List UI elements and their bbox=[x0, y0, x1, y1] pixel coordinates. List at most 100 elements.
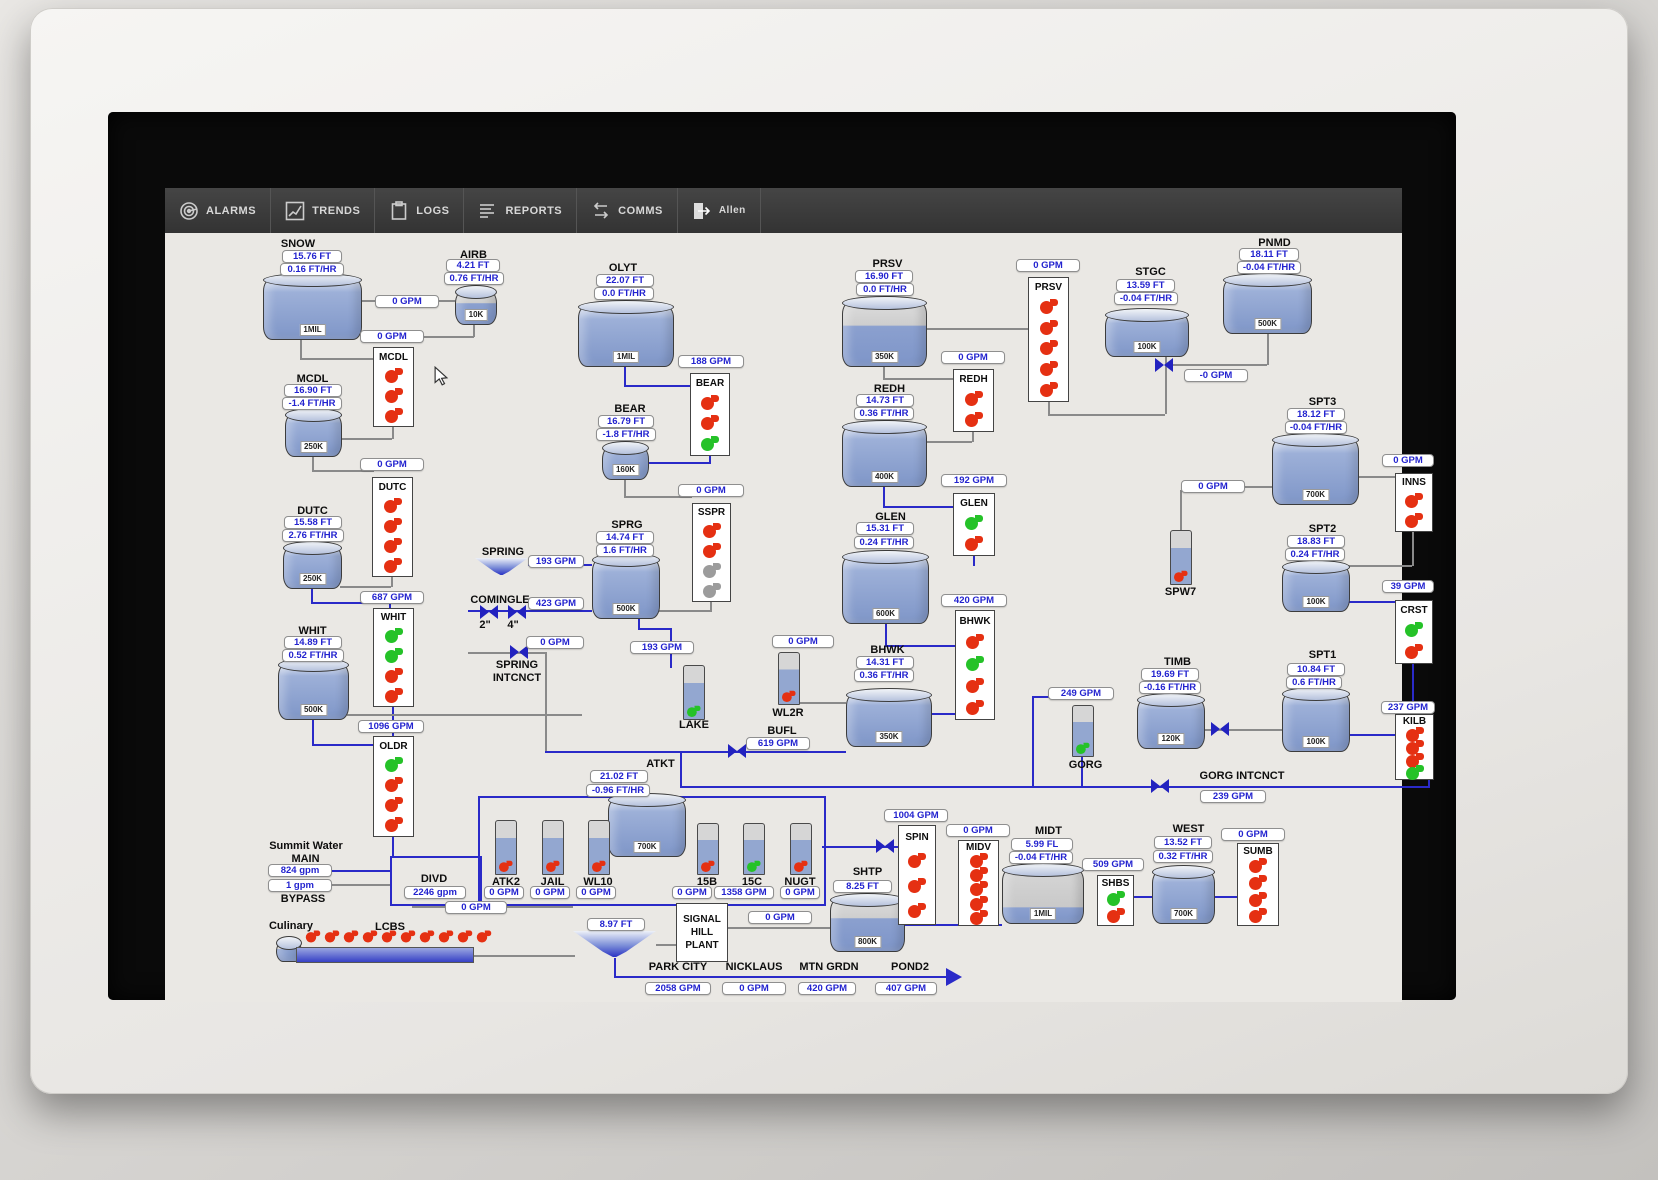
toolbar-button-trends[interactable]: TRENDS bbox=[271, 188, 376, 233]
well-gorg[interactable] bbox=[1072, 705, 1094, 757]
pump-icon[interactable] bbox=[1249, 858, 1267, 874]
pump-icon[interactable] bbox=[384, 647, 403, 663]
toolbar-button-user-allen[interactable]: Allen bbox=[678, 188, 761, 233]
pump-icon[interactable] bbox=[384, 756, 403, 772]
pump-icon[interactable] bbox=[965, 536, 983, 551]
pump-icon[interactable] bbox=[384, 407, 403, 423]
valve-comingle-4in[interactable] bbox=[508, 605, 526, 619]
pump-icon[interactable] bbox=[908, 853, 926, 868]
pump-icon[interactable] bbox=[1039, 298, 1058, 314]
pump-icon[interactable] bbox=[701, 436, 719, 452]
pump-icon[interactable] bbox=[969, 909, 988, 926]
pump-icon[interactable] bbox=[964, 412, 983, 427]
pump-icon[interactable] bbox=[969, 895, 988, 911]
pump-icon[interactable] bbox=[1405, 622, 1423, 638]
pump-icon[interactable] bbox=[1039, 319, 1058, 335]
tank-bhwk[interactable]: 350K bbox=[846, 688, 932, 747]
pump-icon[interactable] bbox=[966, 677, 984, 693]
pump-icon[interactable] bbox=[384, 817, 403, 833]
pump-icon[interactable] bbox=[1039, 361, 1058, 377]
pump-icon[interactable] bbox=[969, 853, 988, 869]
pump-icon[interactable] bbox=[702, 523, 721, 539]
pump-icon[interactable] bbox=[384, 628, 403, 644]
pump-station-sumb[interactable]: SUMB bbox=[1237, 843, 1279, 926]
pump-icon[interactable] bbox=[966, 699, 984, 715]
lcbs-pump-row[interactable] bbox=[304, 929, 493, 944]
valve-spring-intcnct[interactable] bbox=[510, 645, 528, 659]
pump-station-oldr[interactable]: OLDR bbox=[373, 736, 414, 837]
pump-icon[interactable] bbox=[701, 394, 719, 410]
pump-icon[interactable] bbox=[1106, 891, 1125, 906]
pump-station-prsv[interactable]: PRSV bbox=[1028, 277, 1069, 402]
valve-comingle-2in[interactable] bbox=[480, 605, 498, 619]
tank-prsv[interactable]: 350K bbox=[842, 296, 927, 367]
pump-icon[interactable] bbox=[1106, 908, 1125, 923]
pump-station-mcdl[interactable]: MCDL bbox=[373, 347, 414, 427]
pump-icon[interactable] bbox=[384, 776, 403, 792]
pump-station-bhwk[interactable]: BHWK bbox=[955, 610, 995, 720]
pump-station-sspr[interactable]: SSPR bbox=[692, 503, 731, 602]
pump-station-glen[interactable]: GLEN bbox=[953, 493, 995, 556]
tank-spt2[interactable]: 100K bbox=[1282, 560, 1350, 612]
signal-hill-plant-box[interactable]: SIGNAL HILL PLANT bbox=[676, 903, 728, 962]
valve-stgc[interactable] bbox=[1155, 358, 1173, 372]
pump-icon[interactable] bbox=[908, 903, 926, 918]
tank-midt[interactable]: 1MIL bbox=[1002, 863, 1084, 924]
pump-icon[interactable] bbox=[969, 881, 988, 897]
tank-redh[interactable]: 400K bbox=[842, 420, 927, 487]
tank-west[interactable]: 700K bbox=[1152, 865, 1215, 924]
valve-bufl[interactable] bbox=[728, 744, 746, 758]
well-lake[interactable] bbox=[683, 665, 705, 720]
pump-icon[interactable] bbox=[384, 667, 403, 683]
pump-icon[interactable] bbox=[1405, 739, 1424, 755]
well-w15c[interactable] bbox=[743, 823, 765, 875]
well-wl10[interactable] bbox=[588, 820, 610, 875]
tank-spt3[interactable]: 700K bbox=[1272, 433, 1359, 505]
tank-shtp[interactable]: 800K bbox=[830, 893, 905, 952]
toolbar-button-logs[interactable]: LOGS bbox=[375, 188, 465, 233]
tank-timb[interactable]: 120K bbox=[1137, 693, 1205, 749]
toolbar-button-reports[interactable]: REPORTS bbox=[464, 188, 578, 233]
pump-icon[interactable] bbox=[1039, 340, 1058, 356]
pump-station-spin[interactable]: SPIN bbox=[898, 825, 936, 925]
pump-icon[interactable] bbox=[702, 562, 721, 578]
pump-icon[interactable] bbox=[384, 797, 403, 813]
pump-icon[interactable] bbox=[702, 582, 721, 598]
pump-station-midv[interactable]: MIDV bbox=[958, 840, 999, 926]
pump-icon[interactable] bbox=[701, 415, 719, 431]
tank-pnmd[interactable]: 500K bbox=[1223, 273, 1312, 334]
toolbar-button-alarms[interactable]: ALARMS bbox=[165, 188, 272, 233]
pump-icon[interactable] bbox=[702, 542, 721, 558]
tank-whit[interactable]: 500K bbox=[278, 658, 349, 720]
well-jail[interactable] bbox=[542, 820, 564, 875]
tank-airb[interactable]: 10K bbox=[455, 285, 497, 325]
pump-icon[interactable] bbox=[383, 557, 402, 573]
pump-station-inns[interactable]: INNS bbox=[1395, 473, 1433, 532]
well-spw7[interactable] bbox=[1170, 530, 1192, 585]
tank-mcdl[interactable]: 250K bbox=[285, 408, 342, 457]
pump-icon[interactable] bbox=[1249, 874, 1267, 890]
pump-icon[interactable] bbox=[1405, 727, 1424, 742]
well-nugt[interactable] bbox=[790, 823, 812, 875]
tank-bear[interactable]: 160K bbox=[602, 441, 649, 480]
tank-snow[interactable]: 1MIL bbox=[263, 273, 362, 340]
pump-icon[interactable] bbox=[964, 391, 983, 406]
tank-culinary[interactable] bbox=[276, 936, 302, 962]
pump-icon[interactable] bbox=[1405, 765, 1424, 780]
pump-icon[interactable] bbox=[1405, 752, 1424, 768]
tank-spt1[interactable]: 100K bbox=[1282, 687, 1350, 752]
pump-icon[interactable] bbox=[1249, 891, 1267, 907]
tank-sprg[interactable]: 500K bbox=[592, 553, 660, 619]
well-atk2[interactable] bbox=[495, 820, 517, 875]
pump-icon[interactable] bbox=[384, 687, 403, 703]
valve-timb[interactable] bbox=[1211, 722, 1229, 736]
tank-glen[interactable]: 600K bbox=[842, 550, 929, 624]
well-w15b[interactable] bbox=[697, 823, 719, 875]
pump-icon[interactable] bbox=[1249, 908, 1267, 924]
pump-icon[interactable] bbox=[1039, 382, 1058, 398]
pump-icon[interactable] bbox=[1405, 643, 1423, 659]
pump-icon[interactable] bbox=[965, 515, 983, 530]
valve-gorg-intcnct[interactable] bbox=[1151, 779, 1169, 793]
pump-icon[interactable] bbox=[966, 655, 984, 671]
pump-icon[interactable] bbox=[383, 517, 402, 533]
